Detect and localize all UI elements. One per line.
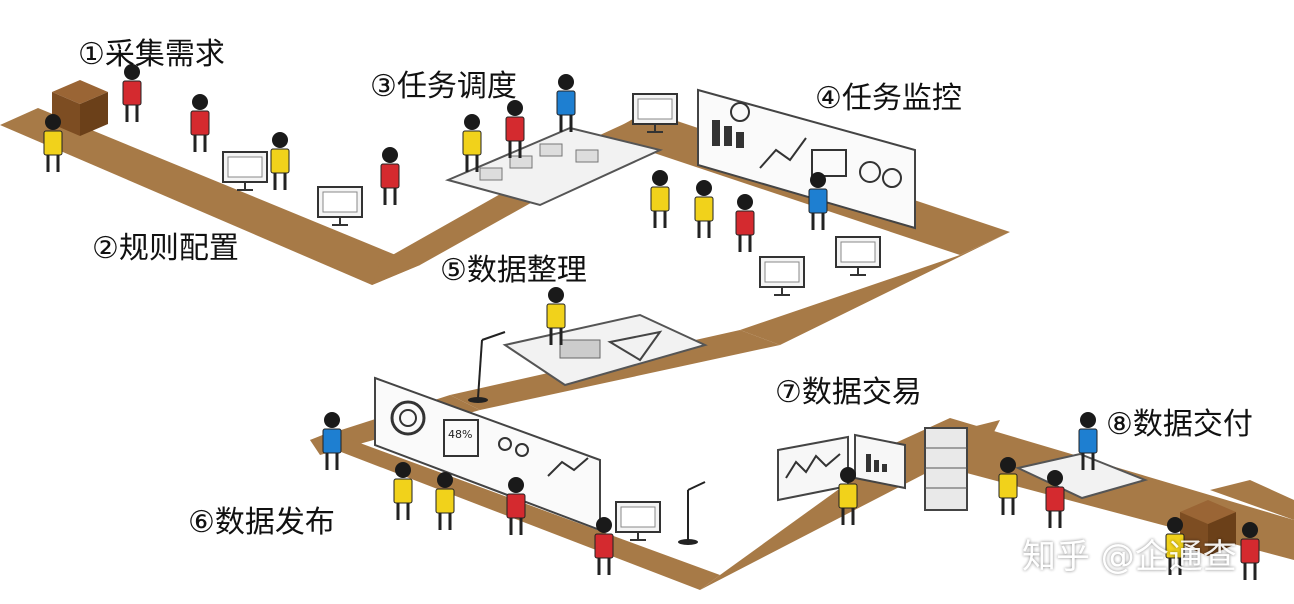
person-icon	[42, 112, 64, 174]
sorting-table	[502, 313, 708, 387]
step-4-label: ④任务监控	[815, 81, 962, 116]
person-icon	[504, 98, 526, 160]
step-7-label: ⑦数据交易	[775, 375, 922, 410]
start-box-icon	[52, 80, 108, 136]
desk-lamp-icon	[468, 331, 506, 403]
planning-table	[444, 126, 664, 207]
publishing-board: 48%	[374, 376, 601, 532]
person-icon	[734, 192, 756, 254]
monitor-icon	[759, 256, 805, 296]
monitor-icon	[222, 151, 268, 191]
step-6-label: ⑥数据发布	[188, 505, 335, 540]
person-icon	[269, 130, 291, 192]
step-2-label: ②规则配置	[92, 231, 239, 266]
person-icon	[461, 112, 483, 174]
monitor-icon	[317, 186, 363, 226]
person-icon	[392, 460, 414, 522]
monitoring-board	[697, 88, 916, 230]
percent-text: 48%	[448, 428, 472, 441]
step-1-label: ①采集需求	[78, 37, 225, 72]
person-icon	[693, 178, 715, 240]
person-icon	[189, 92, 211, 154]
step-8-label: ⑧数据交付	[1106, 407, 1253, 442]
desk-lamp-icon	[678, 481, 706, 545]
person-icon	[1239, 520, 1261, 582]
person-icon	[434, 470, 456, 532]
server-cabinet	[924, 427, 968, 511]
person-icon	[321, 410, 343, 472]
step-5-label: ⑤数据整理	[440, 253, 587, 288]
person-icon	[121, 62, 143, 124]
step-3-label: ③任务调度	[370, 69, 517, 104]
person-icon	[807, 170, 829, 232]
watermark: 知乎 @企通查	[1022, 537, 1237, 577]
person-icon	[997, 455, 1019, 517]
person-icon	[1044, 468, 1066, 530]
person-icon	[379, 145, 401, 207]
person-icon	[593, 515, 615, 577]
person-icon	[555, 72, 577, 134]
person-icon	[649, 168, 671, 230]
monitor-icon	[835, 236, 881, 276]
person-icon	[505, 475, 527, 537]
person-icon	[837, 465, 859, 527]
trading-display	[777, 433, 906, 502]
monitor-icon	[615, 501, 661, 541]
